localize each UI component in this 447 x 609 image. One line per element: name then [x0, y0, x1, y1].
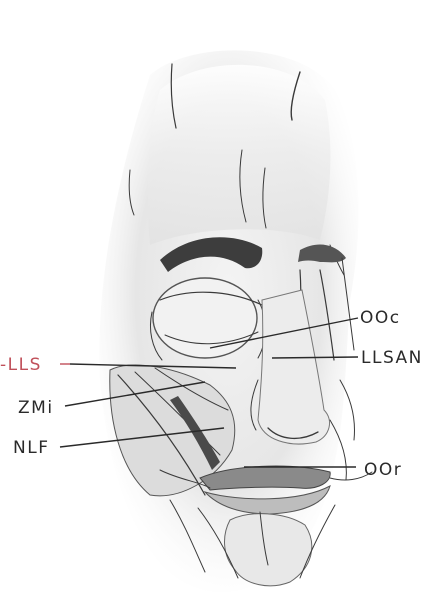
label-nlf: NLF — [13, 438, 49, 458]
label-oor: OOr — [364, 460, 402, 480]
label-ooc: OOc — [360, 308, 401, 328]
label-llsan: LLSAN — [361, 348, 423, 368]
label-zmi: ZMi — [18, 398, 54, 418]
label-lls: -LLS — [0, 355, 42, 375]
eye-left-orbit — [153, 278, 257, 358]
forehead — [148, 65, 331, 245]
head-drawing — [99, 50, 372, 592]
